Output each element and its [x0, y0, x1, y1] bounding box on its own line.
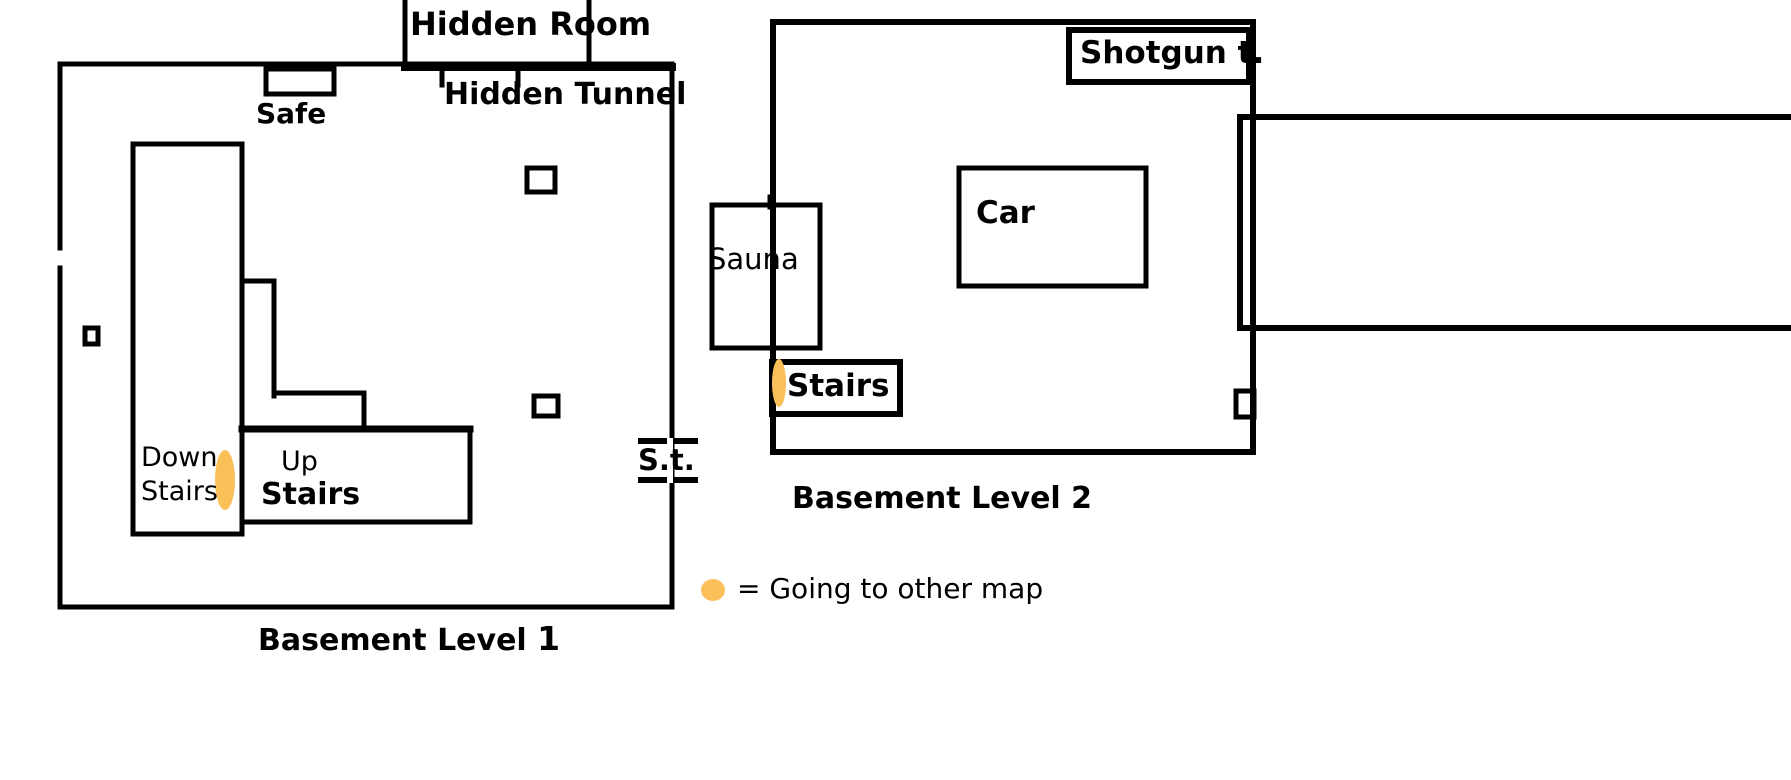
stairs-box	[769, 359, 903, 417]
label-safe: Safe	[256, 97, 327, 130]
label-down-stairs-line1: Down	[141, 442, 218, 473]
hidden-room-walls	[402, 0, 592, 70]
label-sauna: Sauna	[708, 242, 799, 276]
stairs-step-block-1	[239, 278, 277, 399]
level-1-geometry	[57, 0, 698, 610]
transition-markers	[215, 359, 786, 601]
car-box	[956, 165, 1149, 289]
safe-box	[263, 66, 337, 97]
floor-fixture-lower	[531, 393, 561, 419]
down-stairs-enclosure	[130, 426, 245, 537]
floor-fixture-upper	[524, 165, 558, 195]
label-up-stairs-line1: Up	[281, 446, 318, 477]
label-stairs-level2: Stairs	[787, 368, 890, 404]
caption-level-1-prefix: Basement Level	[258, 623, 527, 658]
label-down-stairs-line2: Stairs	[141, 476, 218, 507]
label-hidden-room: Hidden Room	[410, 5, 652, 43]
left-wall-marker	[82, 325, 101, 347]
caption-level-2: Basement Level 2	[792, 484, 1092, 514]
stairs-step-block-2	[271, 390, 367, 433]
level2-right-annex	[1237, 114, 1791, 331]
caption-level-2-number: 2	[1071, 481, 1093, 516]
caption-level-1-number: 1	[537, 619, 561, 658]
caption-level-2-prefix: Basement Level	[792, 481, 1061, 516]
shotgun-box	[1066, 27, 1252, 85]
label-car: Car	[976, 195, 1035, 231]
label-up-stairs-line2: Stairs	[261, 477, 361, 512]
level2-door-marker	[1233, 388, 1257, 420]
legend-marker	[701, 579, 725, 601]
label-secret-tunnel: S.t.	[638, 443, 695, 477]
transition-marker-level2-stairs	[772, 359, 786, 407]
sauna-room-box	[709, 202, 823, 351]
label-shotgun-t: Shotgun t.	[1080, 35, 1265, 71]
legend-text: = Going to other map	[737, 572, 1044, 605]
label-hidden-tunnel: Hidden Tunnel	[444, 77, 687, 112]
transition-marker-level1-stairs	[215, 450, 235, 510]
level-2-geometry	[709, 19, 1791, 455]
caption-level-1: Basement Level 1	[258, 622, 560, 656]
